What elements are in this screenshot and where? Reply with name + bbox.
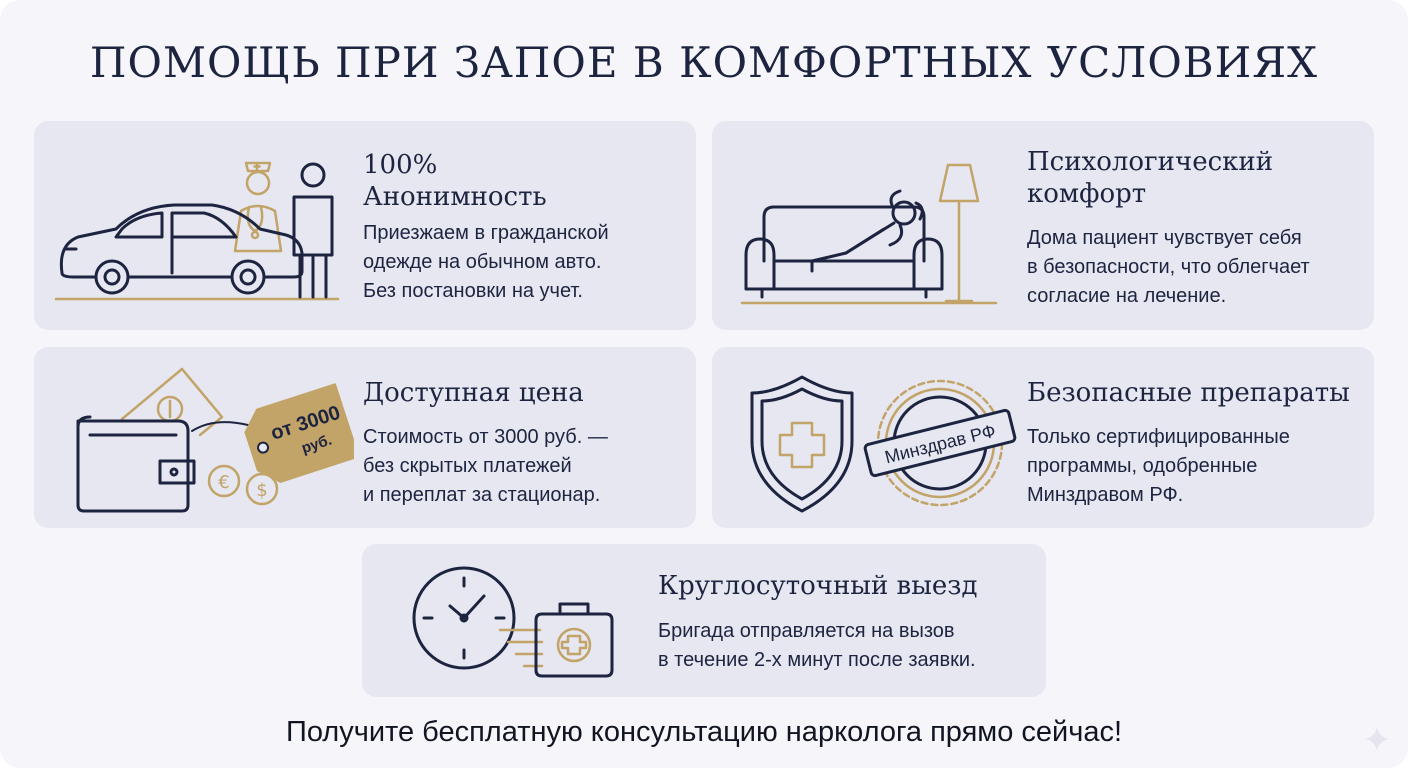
footer-cta: Получите бесплатную консультацию нарколо…: [285, 716, 1123, 748]
text-line: Приезжаем в гражданской: [363, 222, 609, 244]
card-price-heading: Доступная цена: [363, 377, 584, 409]
sparkle-icon: [1365, 727, 1389, 751]
card-medications-text: Только сертифицированные программы, одоб…: [1027, 423, 1290, 510]
card-anonymity-text: Приезжаем в гражданской одежде на обычно…: [363, 219, 609, 306]
card-price-text: Стоимость от 3000 руб. — без скрытых пла…: [363, 423, 608, 510]
card-price: от 3000 руб. € $ Доступная цена Стоимост…: [34, 347, 696, 528]
text-line: Только сертифицированные: [1027, 426, 1290, 448]
wallet-price-icon: от 3000 руб. € $: [76, 367, 354, 513]
text-line: Стоимость от 3000 руб. —: [363, 426, 608, 448]
card-comfort-text: Дома пациент чувствует себя в безопаснос…: [1027, 224, 1310, 311]
text-line: и переплат за стационар.: [363, 484, 601, 506]
text-line: согласие на лечение.: [1027, 285, 1227, 307]
text-line: Без постановки на учет.: [363, 280, 583, 302]
text-line: в течение 2-х минут после заявки.: [658, 649, 976, 671]
card-anonymity-heading: 100% Анонимность: [363, 149, 547, 213]
heading-line: Безопасные препараты: [1027, 378, 1350, 408]
heading-line: комфорт: [1027, 179, 1147, 209]
card-comfort-heading: Психологический комфорт: [1027, 146, 1273, 210]
text-line: в безопасности, что облегчает: [1027, 256, 1310, 278]
car-doctor-icon: [54, 161, 340, 301]
heading-line: 100%: [363, 150, 438, 180]
sofa-person-icon: [740, 163, 998, 305]
text-line: одежде на обычном авто.: [363, 251, 602, 273]
text-line: Бригада отправляется на вызов: [658, 620, 955, 642]
euro-icon: €: [218, 472, 229, 493]
card-anonymity: 100% Анонимность Приезжаем в гражданской…: [34, 121, 696, 330]
card-comfort: Психологический комфорт Дома пациент чув…: [712, 121, 1374, 330]
heading-line: Круглосуточный выезд: [658, 571, 978, 601]
text-line: Минздравом РФ.: [1027, 484, 1184, 506]
text-line: Дома пациент чувствует себя: [1027, 227, 1302, 249]
text-line: программы, одобренные: [1027, 455, 1258, 477]
text-line: без скрытых платежей: [363, 455, 572, 477]
page-title: ПОМОЩЬ ПРИ ЗАПОЕ В КОМФОРТНЫХ УСЛОВИЯХ: [89, 38, 1319, 87]
shield-stamp-icon: Минздрав РФ: [750, 375, 1017, 513]
card-medications: Минздрав РФ Безопасные препараты Только …: [712, 347, 1374, 528]
heading-line: Психологический: [1027, 147, 1274, 177]
card-dispatch: Круглосуточный выезд Бригада отправляетс…: [362, 544, 1046, 697]
card-dispatch-heading: Круглосуточный выезд: [658, 570, 977, 602]
heading-line: Анонимность: [363, 182, 547, 212]
card-dispatch-text: Бригада отправляется на вызов в течение …: [658, 617, 976, 675]
clock-medkit-icon: [412, 566, 614, 678]
dollar-icon: $: [256, 480, 267, 501]
card-medications-heading: Безопасные препараты: [1027, 377, 1350, 409]
heading-line: Доступная цена: [363, 378, 584, 408]
